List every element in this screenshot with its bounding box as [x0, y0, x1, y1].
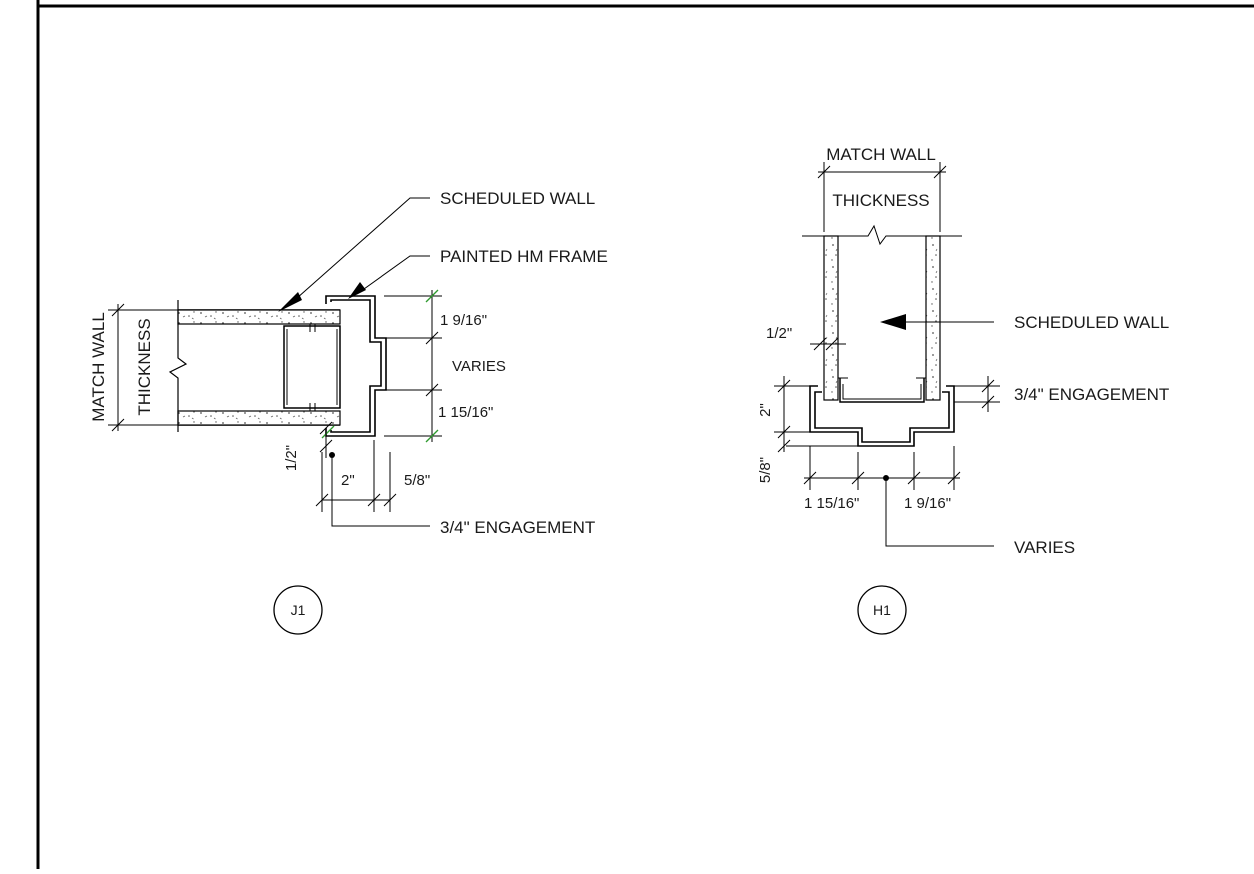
j1-dim-two: 2"	[341, 472, 355, 489]
h1-detail-tag: H1	[873, 602, 891, 618]
h1-varies-dot	[883, 475, 889, 481]
h1-bottom-dims	[803, 446, 994, 547]
h1-left-dims	[774, 337, 858, 453]
h1-dim-five-eighths: 5/8"	[757, 457, 774, 483]
h1-callout-engagement: 3/4" ENGAGEMENT	[1014, 385, 1169, 404]
h1-dim-right: 1 9/16"	[904, 495, 951, 512]
j1-dim-five-eighths: 5/8"	[404, 472, 430, 489]
h1-dim-half: 1/2"	[766, 325, 792, 342]
j1-arrow-wall	[278, 292, 302, 312]
j1-wall-dim-line2: THICKNESS	[135, 318, 154, 415]
h1-arrow-wall	[880, 314, 906, 330]
h1-wall	[823, 235, 941, 403]
h1-wall-dim-line1: MATCH WALL	[826, 145, 936, 164]
h1-callout-varies: VARIES	[1014, 538, 1075, 557]
h1-detail-tag-circle	[857, 585, 907, 635]
j1-dim-bottom: 1 15/16"	[438, 404, 493, 421]
j1-callout-scheduled-wall: SCHEDULED WALL	[440, 189, 595, 208]
j1-dim-varies: VARIES	[452, 358, 506, 375]
j1-wall	[168, 300, 341, 432]
h1-frame-profile	[809, 385, 955, 447]
j1-detail-tag-circle	[273, 585, 323, 635]
h1-dim-left: 1 15/16"	[804, 495, 859, 512]
j1-wall-thickness-dim	[108, 303, 178, 432]
h1-dim-two: 2"	[757, 403, 774, 417]
j1-right-dims	[375, 290, 442, 442]
j1-detail-tag: J1	[291, 602, 306, 618]
h1-wall-dim-line2: THICKNESS	[832, 191, 929, 210]
j1-callout-engagement: 3/4" ENGAGEMENT	[440, 518, 595, 537]
j1-dim-half: 1/2"	[283, 445, 300, 471]
j1-green-ticks	[321, 289, 439, 443]
h1-wall-thickness-dim	[802, 162, 962, 246]
j1-callout-leaders	[287, 197, 430, 307]
j1-engagement-dot	[329, 452, 335, 458]
h1-callout-scheduled-wall: SCHEDULED WALL	[1014, 313, 1169, 332]
j1-wall-dim-line1: MATCH WALL	[89, 312, 108, 422]
j1-bottom-dims	[315, 421, 430, 527]
detail-j1: MATCH WALL THICKNESS 1 9/16" VARIES 1 15…	[89, 189, 608, 635]
j1-arrow-frame	[348, 282, 366, 299]
j1-callout-painted-frame: PAINTED HM FRAME	[440, 247, 608, 266]
j1-dim-top: 1 9/16"	[440, 312, 487, 329]
sheet-border	[36, 0, 1254, 869]
detail-h1: MATCH WALL THICKNESS 1/2" 2	[757, 145, 1169, 635]
